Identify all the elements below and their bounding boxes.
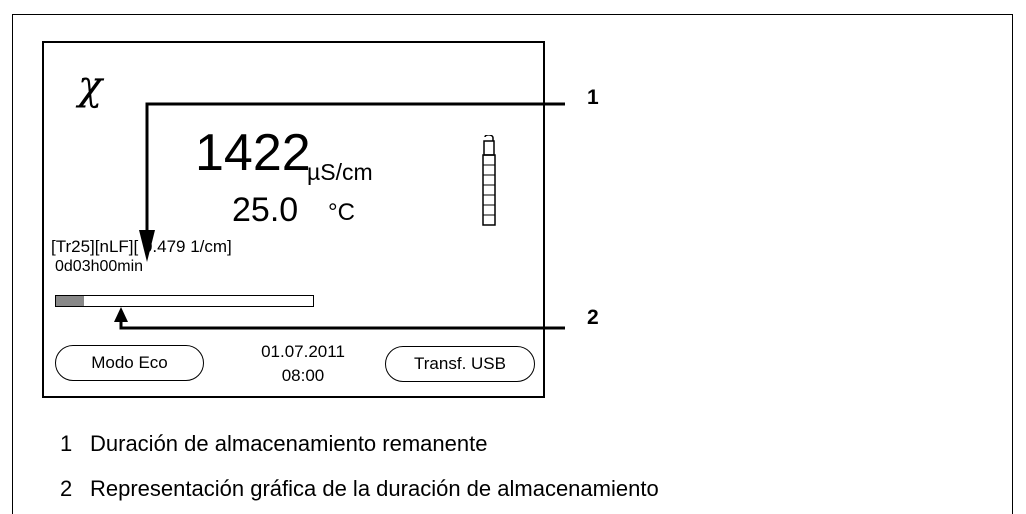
figure-frame [12,14,1013,514]
date-text: 01.07.2011 [261,342,345,361]
datetime-display: 01.07.2011 08:00 [238,340,368,388]
measured-unit: µS/cm [307,159,373,185]
storage-progress-bar [55,295,314,307]
modo-eco-softkey[interactable]: Modo Eco [55,345,204,381]
measured-value: 1422 [195,124,311,182]
legend-text: Representación gráfica de la duración de… [90,476,659,501]
time-text: 08:00 [281,366,325,385]
legend-item-2: 2 Representación gráfica de la duración d… [60,478,659,500]
legend-number: 2 [60,476,73,501]
legend-item-1: 1 Duración de almacenamiento remanente [60,433,487,455]
conductivity-mode-icon: χ [78,63,103,109]
parameters-line: [Tr25][nLF][ 0.479 1/cm] [51,237,232,256]
conductivity-probe-icon [482,135,496,226]
remaining-duration: 0d03h00min [55,258,144,275]
meter-display [42,41,545,398]
legend-number: 1 [60,431,73,456]
transf-usb-softkey[interactable]: Transf. USB [385,346,535,382]
callout-1-label: 1 [587,86,599,109]
temperature-unit: °C [328,199,355,226]
storage-progress-fill [56,296,85,306]
temperature-value: 25.0 [232,191,299,229]
legend-text: Duración de almacenamiento remanente [90,431,488,456]
callout-2-label: 2 [587,306,599,329]
